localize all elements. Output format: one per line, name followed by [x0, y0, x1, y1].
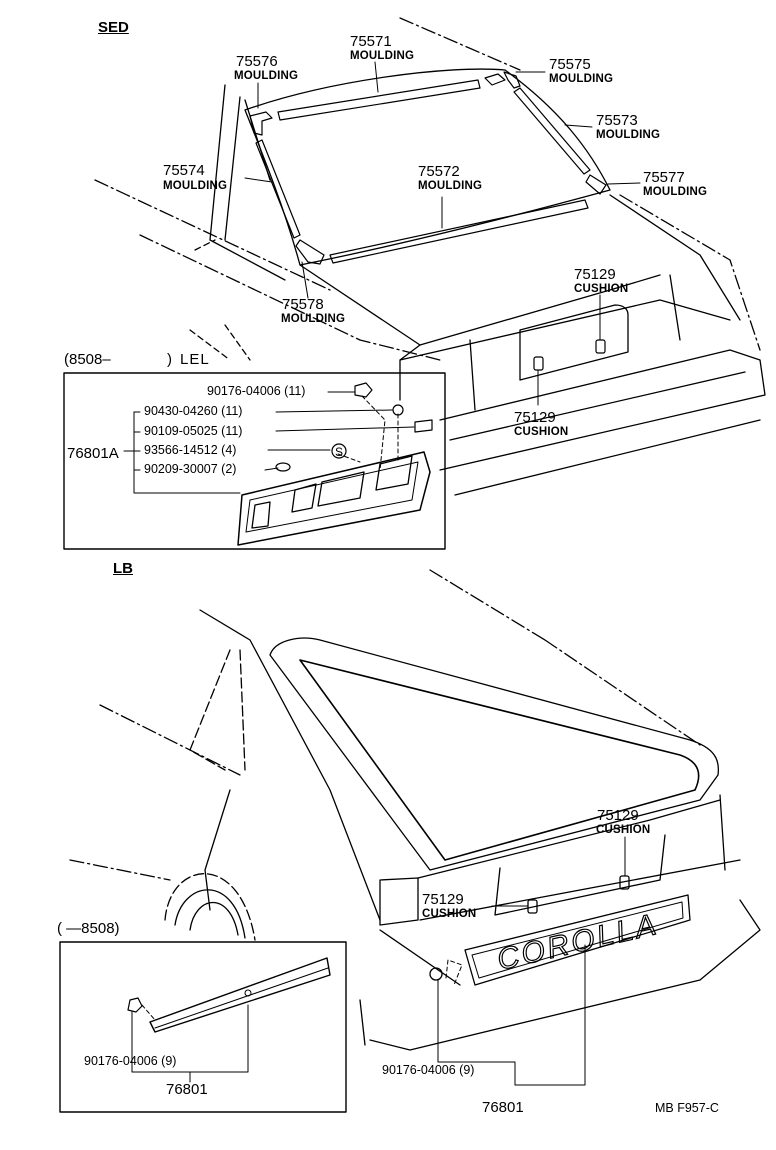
sed-cushion-lower-number: 75129 [514, 409, 556, 426]
sedan-inset-box [63, 372, 446, 550]
sedan-s-mark: S [335, 445, 343, 459]
part-75572-name: MOULDING [418, 180, 483, 192]
part-75577-name: MOULDING [643, 186, 708, 198]
sed-inset-date-range: (8508– [64, 351, 111, 368]
lb-cushion-lower-name: CUSHION [422, 908, 477, 920]
diagram-code: MB F957-C [655, 1101, 719, 1115]
part-75576-number: 75576 [236, 53, 278, 70]
part-75578-name: MOULDING [281, 313, 346, 325]
sed-inset-bolt-3: 90109-05025 (11) [144, 424, 243, 438]
part-75571-number: 75571 [350, 33, 392, 50]
part-75572-number: 75572 [418, 163, 460, 180]
sed-inset-bolt-2: 90430-04260 (11) [144, 404, 243, 418]
part-75574-name: MOULDING [163, 180, 228, 192]
lb-inset-bolt: 90176-04006 (9) [84, 1054, 177, 1068]
lb-main-bolt: 90176-04006 (9) [382, 1063, 475, 1077]
part-75576-name: MOULDING [234, 70, 299, 82]
lb-cushion-upper-number: 75129 [597, 807, 639, 824]
lb-main-assembly: 76801 [482, 1099, 524, 1116]
lb-cushion-upper-name: CUSHION [596, 824, 651, 836]
sed-cushion-upper-number: 75129 [574, 266, 616, 283]
sed-cushion-lower-name: CUSHION [514, 426, 569, 438]
sedan-mouldings [249, 71, 607, 371]
part-75573-number: 75573 [596, 112, 638, 129]
part-75577-number: 75577 [643, 169, 685, 186]
lb-inset-assembly: 76801 [166, 1081, 208, 1098]
sedan-body-outline [94, 17, 766, 496]
part-75575-name: MOULDING [549, 73, 614, 85]
lb-emblem-text: COROLLA [494, 908, 662, 977]
sed-inset-bolt-4: 93566-14512 (4) [144, 443, 237, 457]
section-lb-label: LB [113, 560, 133, 577]
section-sed-label: SED [98, 19, 129, 36]
part-75574-number: 75574 [163, 162, 205, 179]
sed-inset-date-close: ) [167, 351, 172, 368]
sed-inset-bolt-5: 90209-30007 (2) [144, 462, 237, 476]
part-75573-name: MOULDING [596, 129, 661, 141]
lb-inset-date-range: ( —8508) [57, 920, 120, 937]
lb-cushion-lower-number: 75129 [422, 891, 464, 908]
sed-inset-trim: LEL [180, 351, 210, 368]
lb-inset-box [59, 941, 347, 1113]
sed-cushion-upper-name: CUSHION [574, 283, 629, 295]
part-75571-name: MOULDING [350, 50, 415, 62]
part-75575-number: 75575 [549, 56, 591, 73]
sed-inset-assembly: 76801A [67, 445, 119, 462]
part-75578-number: 75578 [282, 296, 324, 313]
sed-inset-bolt-1: 90176-04006 (11) [207, 384, 306, 398]
liftback-body-outline [69, 569, 761, 1051]
lb-leader-lines [437, 836, 626, 1086]
sedan-leader-lines [244, 61, 641, 406]
